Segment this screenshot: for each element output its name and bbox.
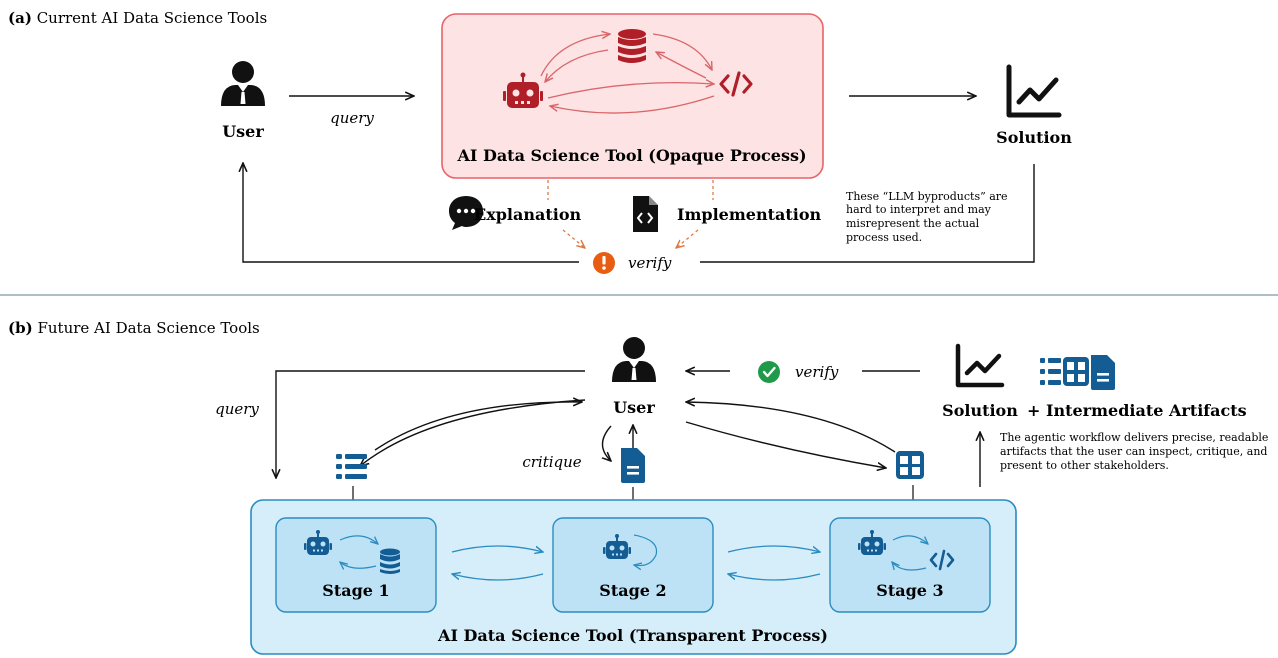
solution-to-verify-line [700,164,1035,263]
stage1-to-stage2-arrow [451,545,543,552]
document-icon [621,448,645,483]
robot-icon [858,530,886,555]
robot-to-code-arrow [547,83,714,99]
code-icon [929,549,955,571]
stage-1-label: Stage 1 [322,581,389,600]
stage3-robot-to-code-arrow [892,535,928,544]
stage-2-label: Stage 2 [599,581,666,600]
robot-to-db-arrow [540,34,610,77]
opaque-tool-label: AI Data Science Tool (Opaque Process) [456,146,806,165]
user-icon [221,61,265,106]
user-to-document-arrow [603,425,612,461]
query-arrow [276,370,585,478]
database-icon [618,29,646,63]
db-to-robot-arrow [545,49,609,82]
robot-icon [603,534,631,559]
code-to-robot-arrow [550,95,715,114]
query-label: query [330,109,374,127]
stage-3-label: Stage 3 [876,581,943,600]
code-to-db-arrow [656,52,707,79]
verify-to-user-arrow [243,163,579,263]
stage2-to-stage1-arrow [452,574,544,581]
critique-label: critique [522,453,581,471]
chart-icon [955,343,1005,388]
database-icon [380,548,400,574]
db-to-code-arrow [652,33,712,70]
table-to-user-arrow [686,402,896,453]
stage2-to-stage3-arrow [727,545,820,552]
user-label: User [613,398,655,417]
user-to-table-arrow [685,421,886,468]
panel-a-caption: (a) Current AI Data Science Tools [8,9,267,27]
explanation-to-verify-arrow [562,229,585,248]
implementation-to-verify-arrow [676,229,699,248]
verify-label: verify [795,363,839,381]
chat-bubble-icon [449,196,483,230]
solution-label: Solution [942,401,1018,420]
user-icon [612,337,656,382]
code-icon [719,71,753,97]
user-to-list-arrow [360,399,586,466]
stage3-to-stage2-arrow [728,574,821,581]
list-icon [1040,358,1061,385]
stage3-code-to-robot-arrow [892,562,927,571]
byproducts-note: These “LLM byproducts” are hard to inter… [846,190,1011,244]
explanation-label: Explanation [474,205,582,224]
transparent-tool-label: AI Data Science Tool (Transparent Proces… [437,626,828,645]
intermediate-artifacts-label: + Intermediate Artifacts [1027,401,1247,420]
check-icon [758,361,780,383]
stage1-robot-to-db-arrow [339,535,378,544]
opaque-tool-box [441,13,824,179]
implementation-label: Implementation [677,205,822,224]
warning-icon [593,252,615,274]
verify-label: verify [628,254,672,272]
list-to-user-arrow [374,402,582,451]
code-file-icon [633,196,658,232]
solution-label: Solution [996,128,1072,147]
robot-icon [503,72,543,108]
query-label: query [215,400,259,418]
panel-b-caption: (b) Future AI Data Science Tools [8,319,260,337]
chart-icon [1006,64,1062,118]
table-icon [1063,357,1089,386]
stage2-self-loop-arrow [634,534,658,566]
user-label: User [222,122,264,141]
robot-icon [304,530,332,555]
list-icon [336,454,367,479]
workflow-note: The agentic workflow delivers precise, r… [1000,431,1272,472]
document-icon [1091,355,1115,390]
stage1-db-to-robot-arrow [340,562,377,568]
table-icon [896,451,924,479]
